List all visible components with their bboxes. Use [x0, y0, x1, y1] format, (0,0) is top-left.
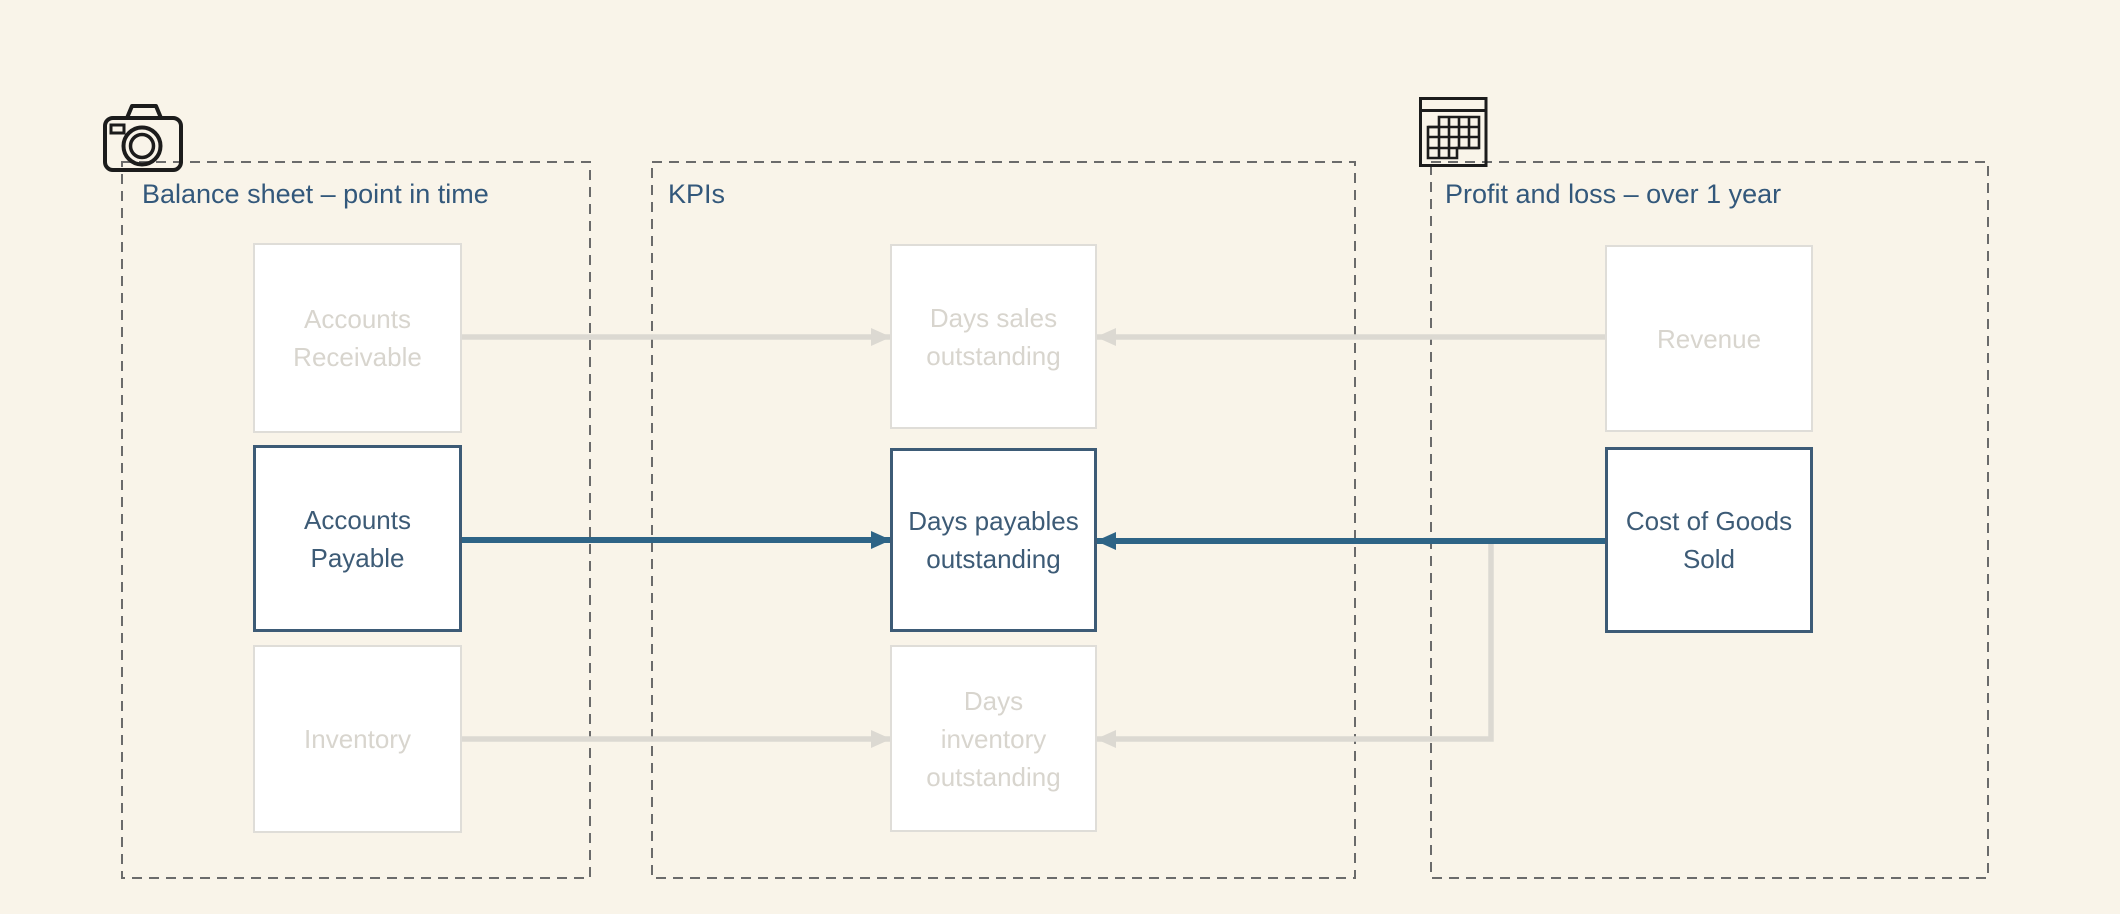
camera-icon	[103, 104, 183, 172]
profit-and-loss-group-title: Profit and loss – over 1 year	[1445, 179, 1782, 209]
node-days-sales-outstanding: Days sales outstanding	[890, 244, 1097, 429]
kpis-group-border	[651, 161, 1356, 879]
balance-sheet-group-border	[121, 161, 591, 879]
profit-and-loss-group-border	[1430, 161, 1989, 879]
balance-sheet-group-title: Balance sheet – point in time	[142, 179, 489, 209]
node-revenue: Revenue	[1605, 245, 1813, 432]
node-cost-of-goods-sold: Cost of Goods Sold	[1605, 447, 1813, 633]
node-days-payables-outstanding: Days payables outstanding	[890, 448, 1097, 632]
node-accounts-receivable: Accounts Receivable	[253, 243, 462, 433]
connector-cogs-to-days-inventory-outstanding	[1096, 538, 1606, 748]
node-inventory: Inventory	[253, 645, 462, 833]
spreadsheet-icon	[1419, 97, 1488, 167]
node-accounts-payable: Accounts Payable	[253, 445, 462, 632]
node-days-inventory-outstanding: Days inventory outstanding	[890, 645, 1097, 832]
kpis-group-title: KPIs	[668, 179, 726, 209]
